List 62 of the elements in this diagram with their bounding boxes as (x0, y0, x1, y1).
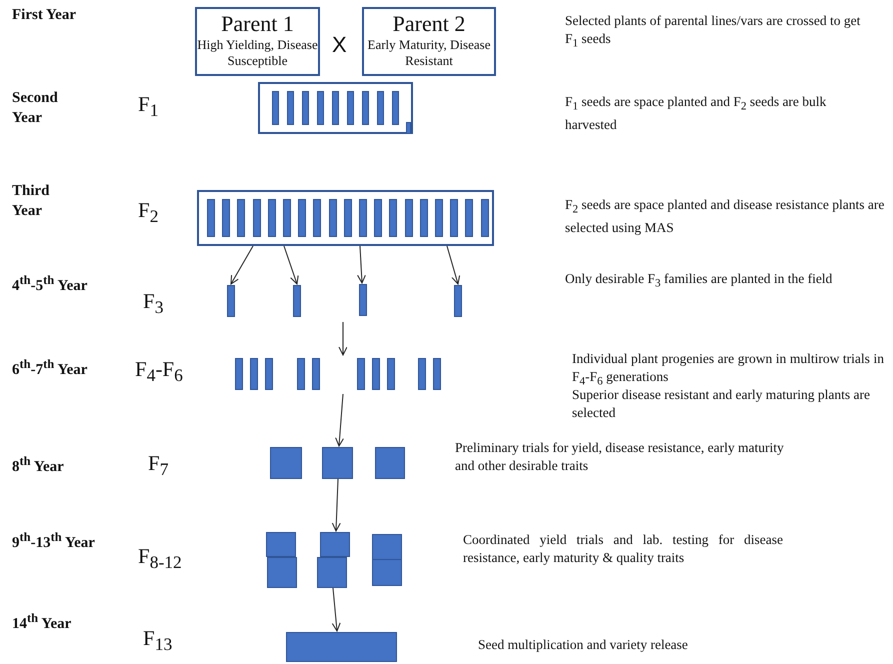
year-label: 6$^{th}$-7$^{th}$ Year (12, 356, 88, 380)
step-description: Selected plants of parental lines/vars are crossed to get F$_{1}$ seeds (565, 12, 862, 52)
year-label: Second Year (12, 89, 59, 128)
arrow (332, 588, 341, 632)
step-description: Only desirable F$_{3}$ families are planted in the field (565, 270, 834, 292)
parent-name: Parent 1 (220, 11, 295, 37)
field-plot-box (197, 190, 494, 246)
plot-block (317, 557, 347, 588)
cross-sign: X (332, 32, 347, 58)
plot-block (265, 358, 273, 390)
plot-block (372, 534, 402, 560)
plot-block (322, 447, 353, 479)
plot-block (270, 447, 302, 479)
year-label: Third Year (12, 182, 51, 221)
plot-block (320, 532, 350, 557)
arrow (357, 246, 366, 284)
plot-block (433, 358, 441, 390)
plot-block (359, 284, 367, 316)
generation-label: F$_{3}$ (143, 289, 164, 320)
plot-block (297, 358, 305, 390)
plot-block (372, 358, 380, 390)
plot-block (250, 358, 258, 390)
parent-traits: High Yielding, Disease Susceptible (197, 37, 318, 69)
plot-block (372, 559, 402, 586)
generation-label: F$_{7}$ (148, 451, 168, 482)
plot-block (227, 285, 235, 317)
plot-block (235, 358, 243, 390)
plot-block (418, 358, 426, 390)
parent-name: Parent 2 (392, 11, 466, 37)
plot-block (266, 532, 296, 557)
generation-label: F$_{4}$-F$_{6}$ (135, 357, 183, 388)
parent-traits: Early Maturity, Disease Resistant (366, 37, 492, 69)
plot-block (357, 358, 365, 390)
plot-block (267, 557, 297, 588)
plot-block (375, 447, 405, 479)
generation-label: F$_{8-12}$ (138, 544, 182, 574)
step-description: Preliminary trials for yield, disease resistance, early maturity and other desirable traits (455, 439, 785, 475)
generation-label: F$_{13}$ (143, 626, 172, 656)
year-label: 14$^{th}$ Year (12, 610, 72, 634)
arrow (230, 246, 254, 284)
field-plot-box (258, 82, 413, 134)
plot-block (454, 285, 462, 317)
plot-block (293, 285, 301, 317)
step-description: Coordinated yield trials and lab. testing for disease resistance, early maturity & quality traits (463, 531, 783, 567)
step-description: F$_{1}$ seeds are space planted and F$_{2}$ seeds are bulk harvested (565, 93, 828, 134)
arrow (335, 394, 344, 446)
plot-block (286, 632, 397, 662)
step-description: Seed multiplication and variety release (478, 636, 688, 654)
arrow (446, 246, 460, 284)
plot-block (387, 358, 395, 390)
plot-block (312, 358, 320, 390)
parent-box (195, 7, 320, 76)
step-description: F$_{2}$ seeds are space planted and disease resistance plants are selected using MAS (565, 196, 886, 237)
year-label: 8$^{th}$ Year (12, 453, 65, 477)
parent-box (362, 7, 496, 76)
generation-label: F$_{1}$ (138, 92, 158, 122)
generation-label: F$_{2}$ (138, 198, 158, 228)
year-label: 4$^{th}$-5$^{th}$ Year (12, 272, 88, 296)
arrow (284, 246, 299, 284)
year-label: 9$^{th}$-13$^{th}$ Year (12, 529, 96, 553)
arrow (332, 478, 341, 532)
year-label: First Year (12, 6, 77, 25)
